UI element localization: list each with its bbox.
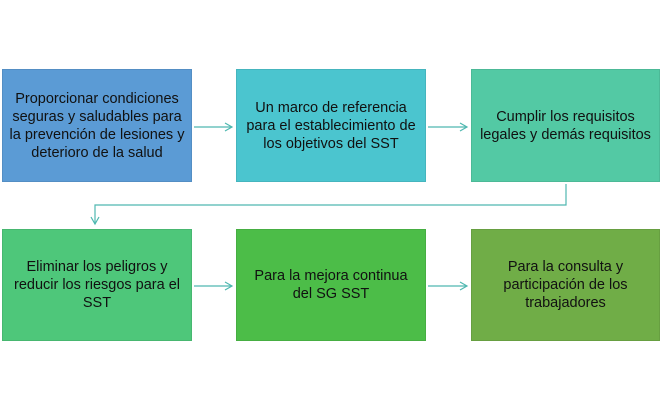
arrow-3-to-4: [90, 184, 567, 226]
box-marco-referencia-text: Un marco de referencia para el estableci…: [246, 99, 416, 152]
box-proporcionar-condiciones-text: Proporcionar condiciones seguras y salud…: [9, 90, 185, 161]
box-consulta-participacion-text: Para la consulta y participación de los …: [503, 259, 628, 311]
box-proporcionar-condiciones: Proporcionar condiciones seguras y salud…: [2, 69, 192, 182]
box-consulta-participacion: Para la consulta y participación de los …: [471, 229, 660, 341]
box-eliminar-peligros: Eliminar los peligros y reducir los ries…: [2, 229, 192, 341]
box-eliminar-peligros-text: Eliminar los peligros y reducir los ries…: [13, 259, 181, 311]
box-cumplir-requisitos: Cumplir los requisitos legales y demás r…: [471, 69, 660, 182]
box-mejora-continua: Para la mejora continua del SG SST: [236, 229, 426, 341]
box-cumplir-requisitos-text: Cumplir los requisitos legales y demás r…: [480, 108, 651, 143]
box-mejora-continua-text: Para la mejora continua del SG SST: [254, 268, 408, 302]
box-marco-referencia: Un marco de referencia para el estableci…: [236, 69, 426, 182]
